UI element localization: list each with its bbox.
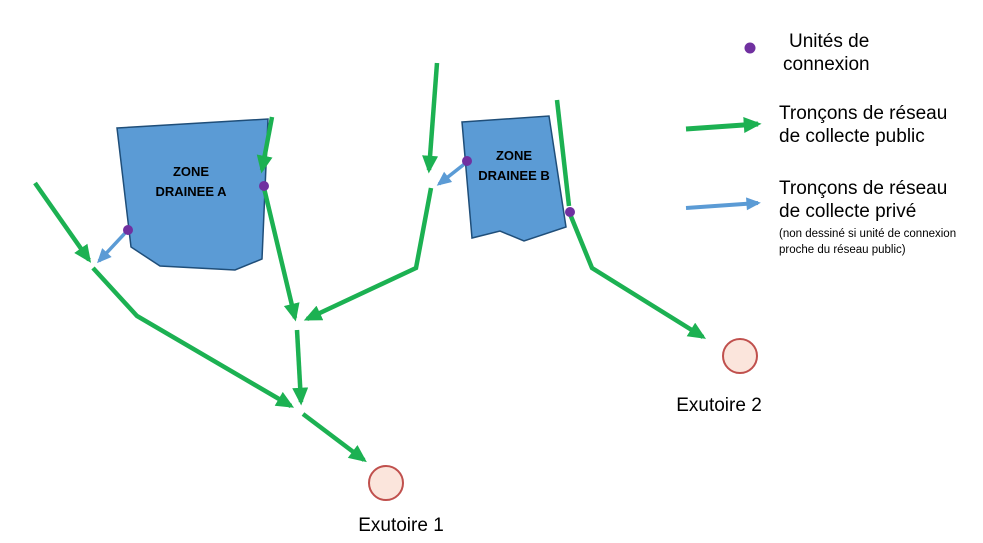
public-segment-top-into-zone-a	[256, 116, 275, 174]
legend-connection-unit-dot	[744, 42, 756, 54]
legend-public-label-line2: de collecte public	[779, 126, 925, 147]
zone-b-label-line1: ZONE	[496, 148, 532, 163]
outlet-1-circle	[368, 465, 404, 501]
outlet-2-label: Exutoire 2	[676, 395, 762, 416]
connection-unit-dot-zone-a-right	[259, 181, 269, 191]
zone-a-polygon	[116, 118, 269, 271]
legend-private-label-line1: Tronçons de réseau	[779, 178, 947, 199]
zone-a-label-line2: DRAINEE A	[155, 184, 227, 199]
zone-b-label-line2: DRAINEE B	[478, 168, 550, 183]
public-segment-left-diagonal	[91, 266, 295, 408]
legend-private-label-line2: de collecte privé	[779, 201, 916, 222]
outlet-1-label: Exutoire 1	[358, 515, 444, 536]
legend-public-arrow	[685, 117, 762, 133]
private-arrow-zone-a	[97, 228, 130, 264]
public-segment-to-outlet-1	[301, 412, 367, 463]
zone-b-polygon	[461, 115, 567, 242]
public-segment-middle-top	[422, 62, 440, 174]
public-segment-middle-to-junction	[303, 187, 434, 322]
public-segment-right-into-zone-b	[554, 99, 572, 207]
public-segment-to-outlet-2	[567, 213, 707, 339]
connection-unit-dot-zone-b-right	[565, 207, 575, 217]
public-segment-zone-a-down	[261, 187, 300, 322]
legend-private-note-line2: proche du réseau public)	[779, 244, 906, 256]
connection-unit-dot-zone-a-left	[123, 225, 133, 235]
public-segment-mid-vertical	[292, 329, 309, 406]
outlet-2-circle	[722, 338, 758, 374]
legend-public-label-line1: Tronçons de réseau	[779, 103, 947, 124]
legend-connection-label-line1: Unités de	[789, 31, 869, 52]
legend-private-note-line1: (non dessiné si unité de connexion	[779, 228, 956, 240]
zone-a-label-line1: ZONE	[173, 164, 209, 179]
legend-private-arrow	[685, 197, 761, 211]
legend-connection-label-line2: connexion	[783, 54, 870, 75]
public-segment-left-upper	[33, 181, 92, 263]
private-arrow-zone-b	[436, 160, 469, 186]
legend: Unités de connexion Tronçons de réseau d…	[685, 31, 956, 256]
connection-unit-dot-zone-b-left	[462, 156, 472, 166]
